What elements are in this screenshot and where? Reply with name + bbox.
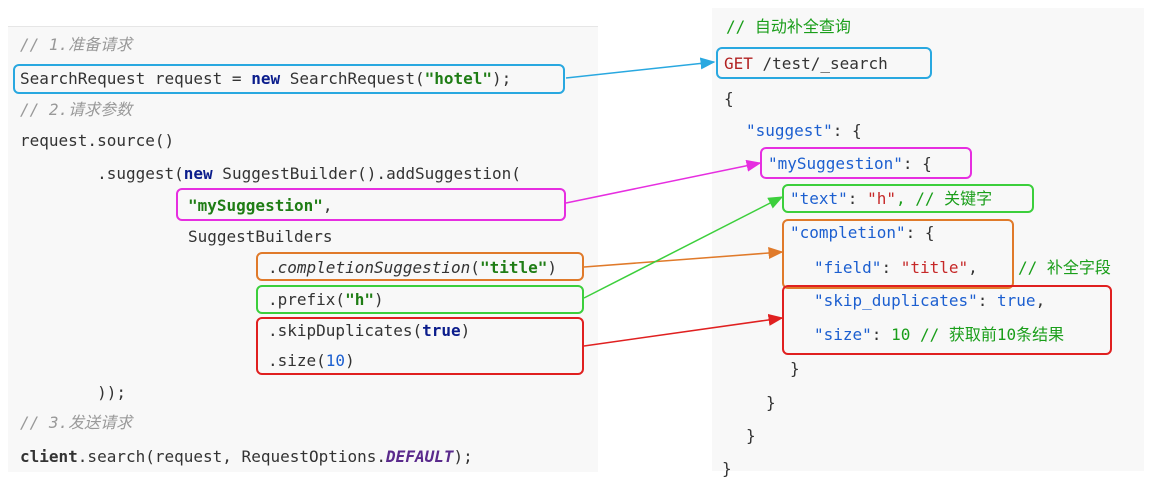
prefix-line: .prefix("h"): [268, 290, 384, 309]
search-request-line: SearchRequest request = new SearchReques…: [20, 69, 512, 88]
completion-key-line: "completion": {: [790, 223, 935, 242]
text-key-line: "text": "h", // 关键字: [790, 189, 993, 208]
close-brace-root: }: [722, 459, 732, 478]
highlight-box-prefix: [256, 285, 584, 314]
arrow-prefix-to-text: [583, 196, 784, 299]
completion-suggestion-line: .completionSuggestion("title"): [268, 258, 558, 277]
highlight-box-skip-size: [256, 317, 584, 375]
comment-auto-complete: // 自动补全查询: [726, 17, 851, 36]
field-key-line: "field": "title",: [814, 258, 978, 277]
comment-request-params: // 2.请求参数: [20, 100, 133, 119]
skip-duplicates-line: .skipDuplicates(true): [268, 321, 471, 340]
arrow-skip-size: [583, 313, 784, 347]
highlight-box-suggestion-name: [176, 188, 566, 221]
size-key-line: "size": 10 // 获取前10条结果: [814, 325, 1065, 344]
get-request-line: GET /test/_search: [724, 54, 888, 73]
dsl-query-panel: [712, 8, 1144, 471]
highlight-box-get: [716, 47, 932, 79]
suggest-key-line: "suggest": {: [746, 121, 862, 140]
java-code-panel: [8, 26, 598, 472]
close-brace-completion: }: [790, 359, 800, 378]
arrow-request-to-get: [565, 57, 716, 79]
size-line: .size(10): [268, 351, 355, 370]
skip-duplicates-key-line: "skip_duplicates": true,: [814, 291, 1046, 310]
highlight-box-request: [13, 64, 565, 94]
my-suggestion-key-line: "mySuggestion": {: [768, 154, 932, 173]
comment-send-request: // 3.发送请求: [20, 413, 133, 432]
suggest-line: .suggest(new SuggestBuilder().addSuggest…: [20, 164, 521, 183]
arrow-suggestion-name: [565, 159, 762, 204]
close-parens-line: ));: [20, 383, 126, 402]
source-line: request.source(): [20, 131, 175, 150]
suggestion-name-line: "mySuggestion",: [188, 196, 333, 215]
suggest-builders-line: SuggestBuilders: [188, 227, 333, 246]
open-brace: {: [724, 89, 734, 108]
close-brace-my-suggestion: }: [766, 393, 776, 412]
close-brace-suggest: }: [746, 426, 756, 445]
client-search-line: client.search(request, RequestOptions.DE…: [20, 447, 473, 466]
field-comment: // 补全字段: [1018, 258, 1111, 277]
arrow-completion: [583, 247, 784, 268]
highlight-box-completion: [256, 252, 584, 281]
comment-prepare-request: // 1.准备请求: [20, 35, 133, 54]
